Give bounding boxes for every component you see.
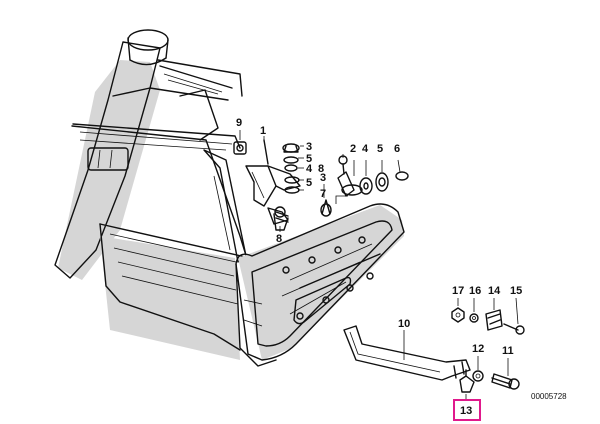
bolt-part-7 [320,199,332,217]
callout-6: 6 [394,143,400,155]
callout-7: 7 [320,188,326,200]
callout-15: 15 [510,285,522,297]
washer-part-16 [469,313,479,323]
bushing-stack [335,155,409,204]
callout-14: 14 [488,285,501,297]
callout-8-lower: 8 [276,233,282,245]
callout-9: 9 [236,117,242,129]
grommet-part-9 [233,141,247,155]
callout-1: 1 [260,125,266,137]
callout-11: 11 [502,345,514,357]
callout-3-lower: 3 [320,172,326,184]
bolt-part-11 [491,373,520,390]
valve-cover [235,203,405,367]
callout-8-upper: 8 [318,163,324,175]
callout-5-lower: 5 [306,177,312,189]
callout-2: 2 [350,143,356,155]
hardware-stack-3-5-4-8 [282,143,300,194]
nut-part-17 [451,307,465,323]
callout-10: 10 [398,318,410,330]
clip-part-14 [485,309,503,331]
leader-lines [239,130,519,400]
rubber-buffer-part-13 [459,369,475,393]
washer-part-12 [472,370,484,382]
diagram-reference-number: 00005728 [531,392,567,401]
callouts: 1 9 3 5 4 8 5 3 7 8 2 4 5 6 10 17 16 14 … [236,117,567,421]
callout-5-upper: 5 [306,153,312,165]
screw-part-15 [503,323,525,335]
callout-5-right: 5 [377,143,383,155]
callout-13: 13 [460,405,472,417]
callout-16: 16 [469,285,481,297]
highlight-box-13 [453,399,481,421]
callout-17: 17 [452,285,464,297]
bracket-part-1 [245,139,301,225]
callout-4-right: 4 [362,143,369,155]
callout-4-left: 4 [306,163,313,175]
frame-tube [54,29,169,280]
support-bracket-part-10 [343,325,471,381]
frame-lattice [72,59,243,151]
callout-3-upper: 3 [306,141,312,153]
callout-12: 12 [472,343,484,355]
